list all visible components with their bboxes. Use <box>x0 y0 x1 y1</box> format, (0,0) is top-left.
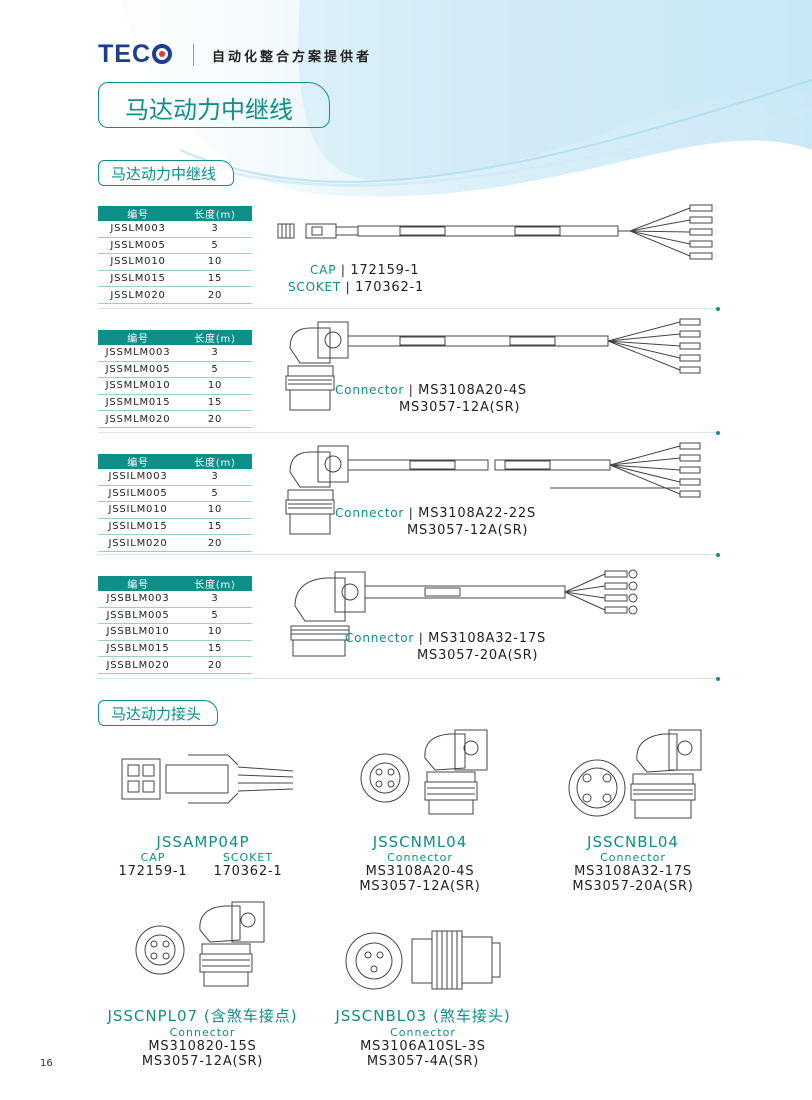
teco-logo: TEC <box>98 40 172 69</box>
header-divider <box>193 44 194 66</box>
section-title-cables: 马达动力中继线 <box>98 160 234 186</box>
cable-connector-info-1: CAP | 172159-1 SCOKET | 170362-1 <box>288 263 425 295</box>
page-title: 马达动力中继线 <box>98 82 330 128</box>
header-wave-decoration <box>120 0 812 197</box>
section-divider <box>98 306 720 311</box>
product-name: JSSAMP04P <box>156 833 250 851</box>
tagline: 自动化整合方案提供者 <box>212 50 373 65</box>
section-divider <box>98 676 720 681</box>
product-drawing-1 <box>121 754 294 804</box>
product-card-2: JSSCNML04 Connector MS3108A20-4S MS3057-… <box>345 833 495 894</box>
col-header-code: 编号 <box>98 206 178 221</box>
product-name: JSSCNML04 <box>372 833 468 851</box>
cable-drawing-1 <box>277 204 713 260</box>
page-number: 16 <box>40 1058 53 1069</box>
product-card-5: JSSCNBL03 (煞车接头) Connector MS3106A10SL-3… <box>333 1005 513 1069</box>
product-drawing-4 <box>135 901 265 987</box>
section-title-connectors: 马达动力接头 <box>98 700 218 726</box>
cable-drawing-2 <box>285 318 701 411</box>
section-divider <box>98 552 720 557</box>
cable-connector-info-3: Connector | MS3108A22-22S MS3057-12A(SR) <box>335 506 537 538</box>
product-drawing-3 <box>568 729 702 819</box>
product-drawing-2 <box>360 729 488 815</box>
product-name: JSSCNPL07 (含煞车接点) <box>107 1007 298 1025</box>
product-card-4: JSSCNPL07 (含煞车接点) Connector MS310820-15S… <box>105 1005 300 1069</box>
cable-connector-info-4: Connector | MS3108A32-17S MS3057-20A(SR) <box>345 631 547 663</box>
product-drawing-5 <box>345 930 501 990</box>
cable-drawing-3 <box>285 442 701 535</box>
col-header-length: 长度(m) <box>178 206 252 221</box>
product-card-3: JSSCNBL04 Connector MS3108A32-17S MS3057… <box>558 833 708 894</box>
logo-circle-icon <box>152 44 172 64</box>
product-name: JSSCNBL03 (煞车接头) <box>335 1007 511 1025</box>
section-divider <box>98 430 720 435</box>
cable-connector-info-2: Connector | MS3108A20-4S MS3057-12A(SR) <box>335 383 527 415</box>
product-name: JSSCNBL04 <box>587 833 679 851</box>
cable-drawing-4 <box>290 569 638 657</box>
